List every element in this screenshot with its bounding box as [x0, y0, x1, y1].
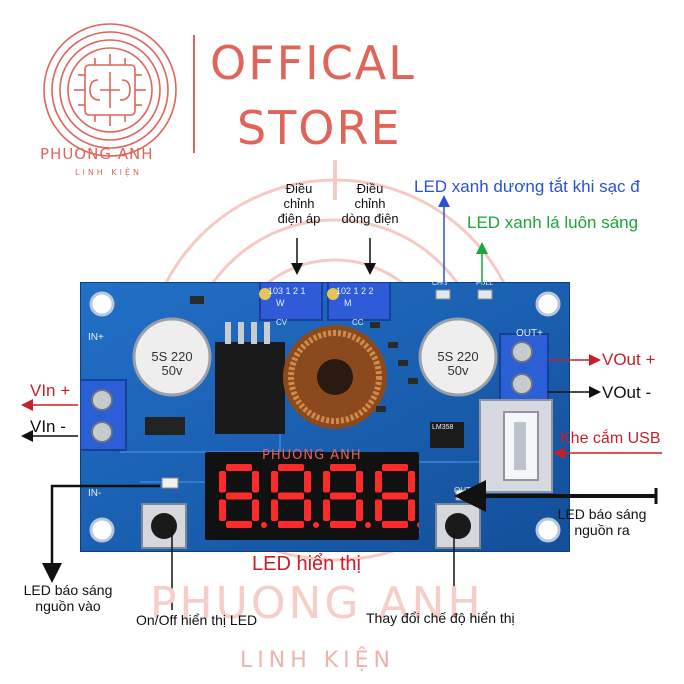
- input-terminal: [80, 379, 127, 451]
- right-potentiometer-label: 102 1 2 2: [336, 286, 374, 296]
- display-segment: [375, 499, 382, 521]
- pcb-label-in-minus: IN-: [88, 488, 102, 499]
- pcb-label-full: FULL: [476, 280, 494, 287]
- onoff-button-label: On/Off hiển thị LED: [136, 612, 258, 628]
- led-input-label: LED báo sáng nguồn vào: [12, 582, 124, 614]
- display-segment: [252, 471, 259, 493]
- logo-brand-text: PHUONG ANH: [40, 145, 154, 163]
- display-segment: [271, 499, 278, 521]
- pcb-label-out-minus: OUT-: [454, 486, 474, 495]
- display-segment: [271, 471, 278, 493]
- display-decimal-point: [261, 522, 267, 528]
- store-title-line1: OFFICAL: [210, 36, 416, 90]
- right-capacitor-label: 5S 220 50v: [437, 349, 479, 378]
- display-segment: [323, 471, 330, 493]
- display-segment: [356, 499, 363, 521]
- logo-brand-subtext: LINH KIỆN: [75, 168, 143, 177]
- left-capacitor-label: 5S 220 50v: [151, 349, 193, 378]
- adjust-voltage-line3: điện áp: [277, 210, 321, 226]
- display-segment: [219, 499, 226, 521]
- usb-port-label: Khe cắm USB: [560, 430, 661, 447]
- brain-chip-logo-icon: [43, 23, 177, 157]
- display-segment: [226, 492, 252, 500]
- display-segment: [278, 521, 304, 528]
- pcb-label-chg: CHG: [432, 280, 448, 287]
- vout-plus-label: VOut +: [602, 350, 656, 369]
- vin-plus-label: VIn +: [30, 381, 71, 400]
- display-decimal-point: [417, 522, 419, 528]
- left-potentiometer-letter: W: [276, 298, 285, 308]
- bottom-brand-sub-watermark: LINH KIỆN: [240, 648, 396, 673]
- vin-minus-label: VIn -: [30, 417, 66, 436]
- display-segment: [375, 471, 382, 493]
- display-segment: [330, 521, 356, 528]
- led-output-line2: nguồn ra: [574, 522, 630, 539]
- display-segment: [382, 521, 408, 528]
- display-segment: [356, 471, 363, 493]
- display-segment: [226, 521, 252, 528]
- store-title-line2: STORE: [237, 101, 402, 155]
- seven-segment-display: [205, 452, 419, 540]
- display-segment: [304, 471, 311, 493]
- right-potentiometer-letter: M: [344, 298, 352, 308]
- pcb-label-out-plus: OUT+: [516, 328, 543, 339]
- divider: [193, 35, 195, 153]
- display-segment: [382, 464, 408, 471]
- display-segment: [408, 499, 415, 521]
- display-segment: [330, 464, 356, 471]
- adjust-voltage-line1: Điều: [285, 181, 313, 196]
- adjust-voltage-label: Điều chỉnh điện áp: [274, 181, 324, 227]
- pcb-label-cc: CC: [352, 318, 364, 327]
- display-segment: [304, 499, 311, 521]
- led-output-line1: LED báo sáng: [557, 506, 647, 522]
- display-segment: [408, 471, 415, 493]
- bottom-brand-watermark: PHUONG ANH: [150, 578, 484, 629]
- display-segment: [219, 471, 226, 493]
- led-output-label: LED báo sáng nguồn ra: [546, 506, 658, 538]
- display-segment: [382, 492, 408, 500]
- pcb-label-cv: CV: [276, 318, 288, 327]
- usb-chip-label: LM358: [432, 424, 454, 431]
- mode-button-label: Thay đổi chế độ hiển thị: [366, 610, 515, 626]
- led-blue-label: LED xanh dương tắt khi sạc đ: [414, 177, 640, 196]
- display-segment: [252, 499, 259, 521]
- display-segment: [278, 492, 304, 500]
- adjust-current-label: Điều chỉnh dòng điện: [334, 181, 406, 227]
- vout-minus-label: VOut -: [602, 383, 652, 402]
- left-potentiometer-label: 103 1 2 1: [268, 286, 306, 296]
- display-segment: [323, 499, 330, 521]
- led-input-line2: nguồn vào: [35, 598, 101, 615]
- display-label: LED hiển thị: [252, 553, 361, 575]
- adjust-voltage-line2: chỉnh: [283, 195, 315, 211]
- led-input-line1: LED báo sáng: [23, 582, 113, 598]
- display-segment: [330, 492, 356, 500]
- display-segment: [278, 464, 304, 471]
- adjust-current-line1: Điều: [356, 181, 384, 196]
- display-segment: [226, 464, 252, 471]
- display-decimal-point: [313, 522, 319, 528]
- display-decimal-point: [365, 522, 371, 528]
- display-watermark: PHUONG ANH: [262, 448, 362, 463]
- adjust-current-line2: chỉnh: [354, 195, 386, 211]
- pcb-label-in-plus: IN+: [88, 332, 104, 343]
- led-green-label: LED xanh lá luôn sáng: [467, 213, 639, 232]
- adjust-current-line3: dòng điện: [341, 210, 399, 226]
